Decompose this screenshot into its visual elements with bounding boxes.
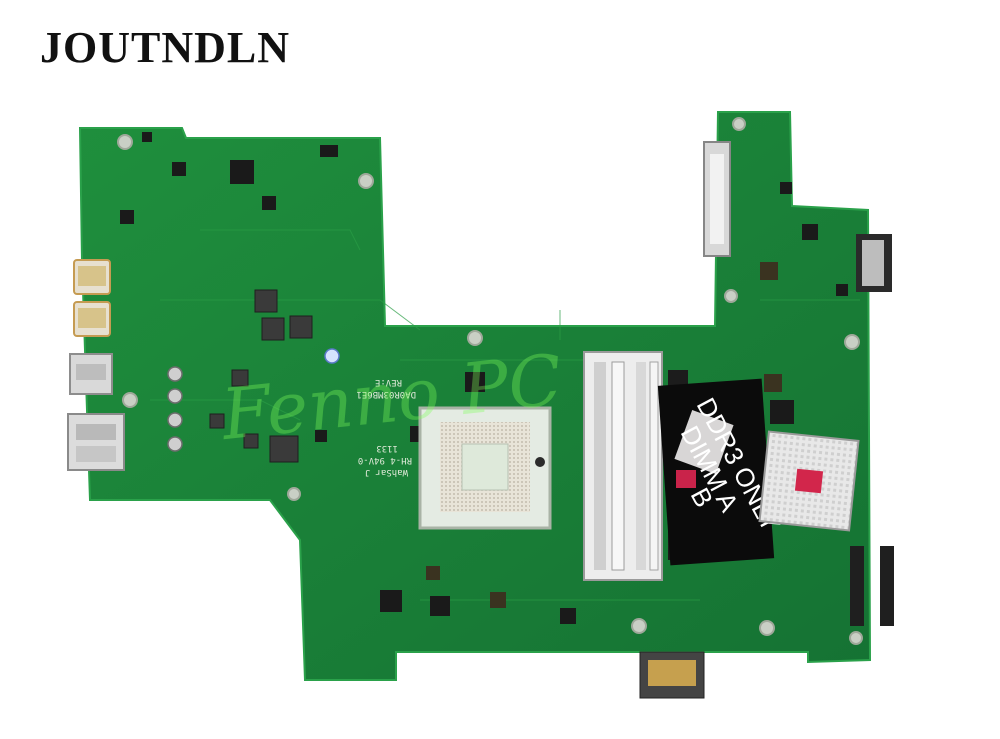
bottom-connector: [639, 651, 705, 699]
silk-rev: REV:E: [375, 377, 402, 387]
brand-title: JOUTNDLN: [40, 23, 291, 72]
silk-code2: 1133: [376, 443, 398, 453]
silk-code1: RH-4 94V-0: [358, 455, 412, 465]
silk-vendor: WahSar J: [365, 467, 408, 477]
sata-connectors: [703, 141, 892, 292]
cpu-socket: [418, 406, 552, 530]
chipset-heatsink: [758, 430, 860, 532]
silk-model: DA0R03MB6E1: [356, 389, 416, 399]
